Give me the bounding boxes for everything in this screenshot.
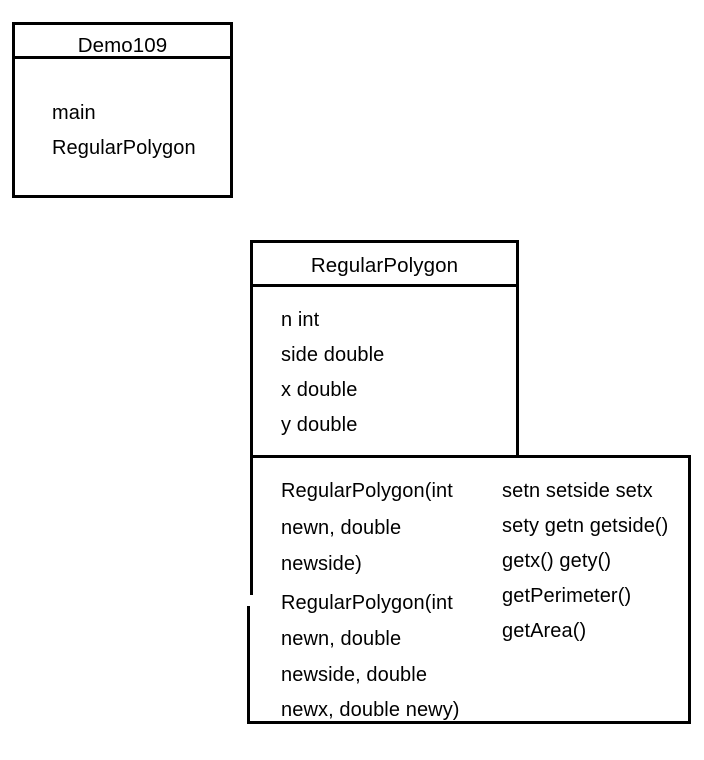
regularpolygon-method-left-6: newx, double newy) bbox=[281, 700, 460, 721]
demo109-border-top bbox=[12, 22, 233, 25]
regularpolygon-method-right-0: setn setside setx bbox=[502, 480, 653, 502]
demo109-class-name: Demo109 bbox=[77, 34, 168, 57]
regularpolygon-attribute-method-divider bbox=[250, 455, 691, 458]
regularpolygon-lower-border-left-upper bbox=[250, 457, 253, 595]
demo109-member-0: main bbox=[52, 102, 96, 124]
regularpolygon-method-right-1: sety getn getside() bbox=[502, 515, 669, 537]
regularpolygon-method-right-4: getArea() bbox=[502, 620, 587, 642]
regularpolygon-attribute-1: side double bbox=[281, 344, 385, 366]
regularpolygon-border-bottom bbox=[247, 721, 691, 724]
regularpolygon-upper-border-right bbox=[516, 240, 519, 458]
regularpolygon-border-top bbox=[250, 240, 519, 243]
demo109-border-bottom bbox=[12, 195, 233, 198]
regularpolygon-method-left-3: RegularPolygon(int bbox=[281, 592, 453, 614]
regularpolygon-method-left-1: newn, double bbox=[281, 517, 402, 539]
regularpolygon-attribute-3: y double bbox=[281, 414, 358, 436]
regularpolygon-method-right-3: getPerimeter() bbox=[502, 585, 632, 607]
demo109-border-left bbox=[12, 22, 15, 198]
regularpolygon-upper-border-left bbox=[250, 240, 253, 458]
regularpolygon-lower-border-left-lower bbox=[247, 606, 250, 724]
demo109-member-1: RegularPolygon bbox=[52, 137, 196, 159]
regularpolygon-class-name: RegularPolygon bbox=[310, 254, 459, 277]
regularpolygon-method-left-2: newside) bbox=[281, 553, 362, 575]
regularpolygon-method-left-5: newside, double bbox=[281, 664, 428, 686]
demo109-border-right bbox=[230, 22, 233, 198]
regularpolygon-method-left-0: RegularPolygon(int bbox=[281, 480, 453, 502]
regularpolygon-lower-border-right bbox=[688, 455, 691, 724]
regularpolygon-method-left-4: newn, double bbox=[281, 628, 402, 650]
regularpolygon-attribute-2: x double bbox=[281, 379, 358, 401]
regularpolygon-header-divider bbox=[250, 284, 519, 287]
regularpolygon-method-left-6-clip: newx, double newy) bbox=[281, 700, 541, 721]
demo109-header-divider bbox=[12, 56, 233, 59]
regularpolygon-method-right-2: getx() gety() bbox=[502, 550, 612, 572]
regularpolygon-attribute-0: n int bbox=[281, 309, 320, 331]
